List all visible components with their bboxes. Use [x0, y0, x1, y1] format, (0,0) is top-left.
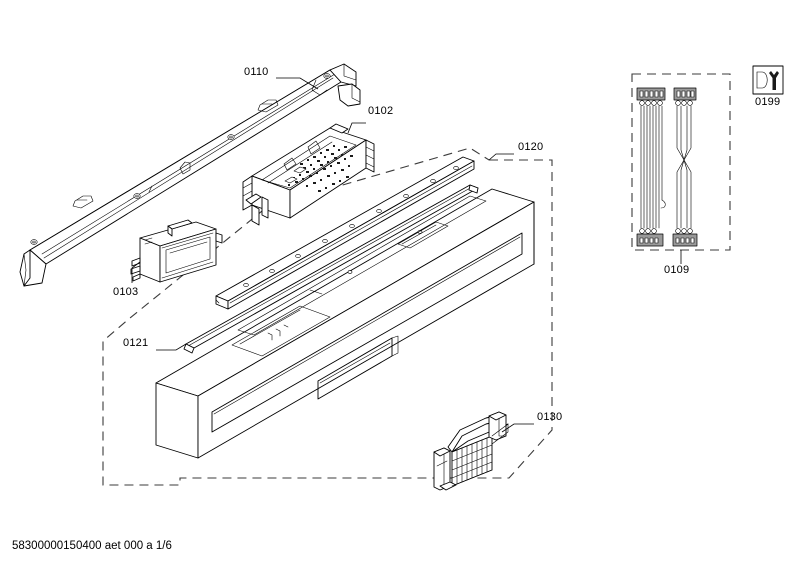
part-0110-handle-rail [19, 63, 361, 287]
leader-0130 [501, 423, 534, 433]
part-label-0130: 0130 [537, 411, 563, 423]
part-0130-rack-insert [433, 411, 509, 491]
part-0102-control-module [242, 123, 375, 226]
leader-0120 [488, 153, 514, 161]
part-label-0121: 0121 [123, 337, 149, 349]
leader-0103 [131, 261, 141, 283]
group-boundary-0120 [102, 147, 553, 486]
part-label-0109: 0109 [664, 264, 690, 276]
part-label-0102: 0102 [368, 105, 394, 117]
part-label-0120: 0120 [518, 141, 544, 153]
part-0199-service-tool-symbol [752, 65, 784, 95]
part-label-0103: 0103 [113, 286, 139, 298]
leader-0102 [347, 122, 366, 134]
part-facia-strip [215, 156, 475, 310]
part-0121-trim-strip [183, 184, 479, 354]
document-footer-text: 58300000150400 aet 000 a 1/6 [12, 540, 172, 552]
part-0120-door-panel [155, 188, 535, 459]
leader-lines [131, 77, 682, 433]
leader-0110 [276, 77, 319, 90]
part-0109-harness-left [636, 87, 666, 247]
part-label-0110: 0110 [244, 66, 269, 78]
leader-0121 [156, 343, 187, 351]
part-0103-display-module [130, 219, 223, 283]
part-0109-harness-right [672, 87, 698, 247]
part-label-0199: 0199 [755, 96, 781, 108]
